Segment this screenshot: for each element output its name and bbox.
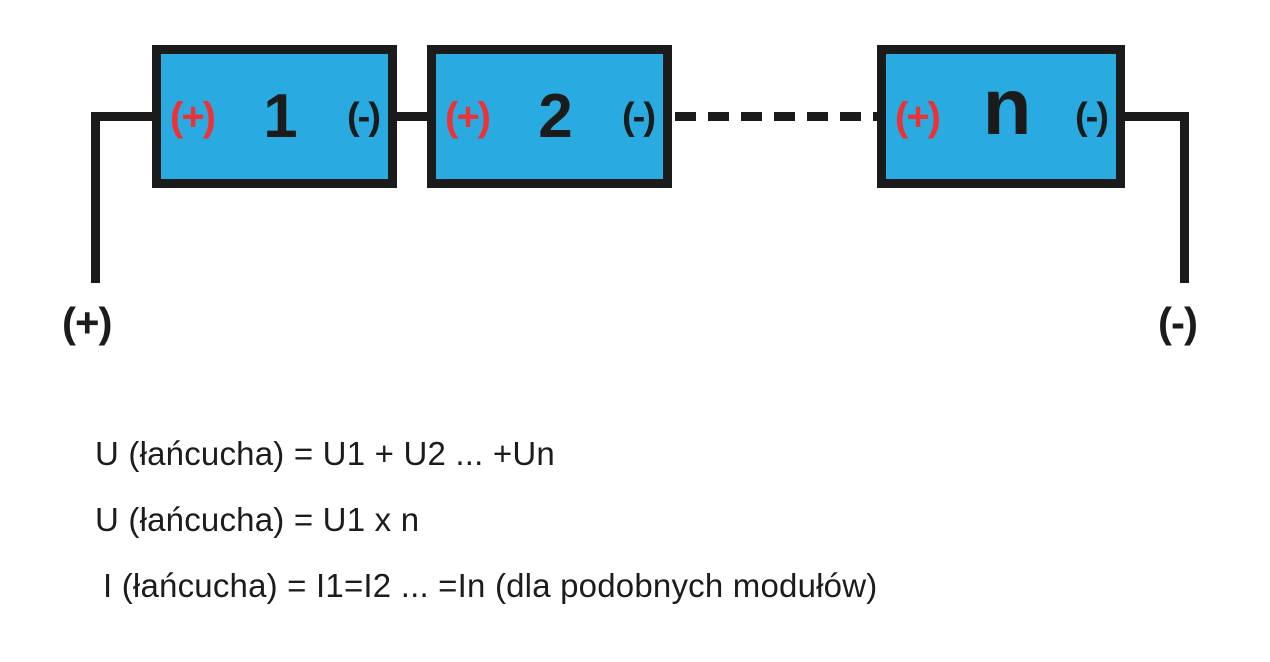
module-2-number: 2 (538, 81, 573, 151)
string-positive-terminal-label: (+) (62, 299, 112, 346)
wire-left-horizontal (91, 112, 161, 121)
module-box-2: (+) 2 (-) (427, 45, 672, 188)
formulas-block: U (łańcucha) = U1 + U2 ... +Un U (łańcuc… (95, 437, 877, 603)
module-n-negative-terminal: (-) (1075, 95, 1109, 138)
module-2-negative-terminal: (-) (622, 95, 656, 138)
wire-right-horizontal (1120, 112, 1189, 121)
formula-string-current: I (łańcucha) = I1=I2 ... =In (dla podobn… (103, 567, 878, 604)
wire-module1-module2 (393, 112, 429, 121)
module-n-number: n (982, 61, 1032, 151)
formula-string-voltage-sum: U (łańcucha) = U1 + U2 ... +Un (95, 435, 555, 472)
module-2-positive-terminal: (+) (445, 94, 491, 139)
module-1-number: 1 (263, 81, 298, 151)
wire-left-vertical (91, 112, 100, 283)
module-1-negative-terminal: (-) (347, 95, 381, 138)
wire-dashed-ellipsis (675, 112, 877, 121)
module-1-positive-terminal: (+) (170, 94, 216, 139)
string-negative-terminal-label: (-) (1158, 299, 1198, 346)
wire-right-vertical (1180, 112, 1189, 283)
module-box-n: (+) n (-) (877, 45, 1125, 188)
formula-string-voltage-product: U (łańcucha) = U1 x n (95, 501, 420, 538)
module-n-positive-terminal: (+) (895, 94, 941, 139)
module-box-1: (+) 1 (-) (152, 45, 397, 188)
